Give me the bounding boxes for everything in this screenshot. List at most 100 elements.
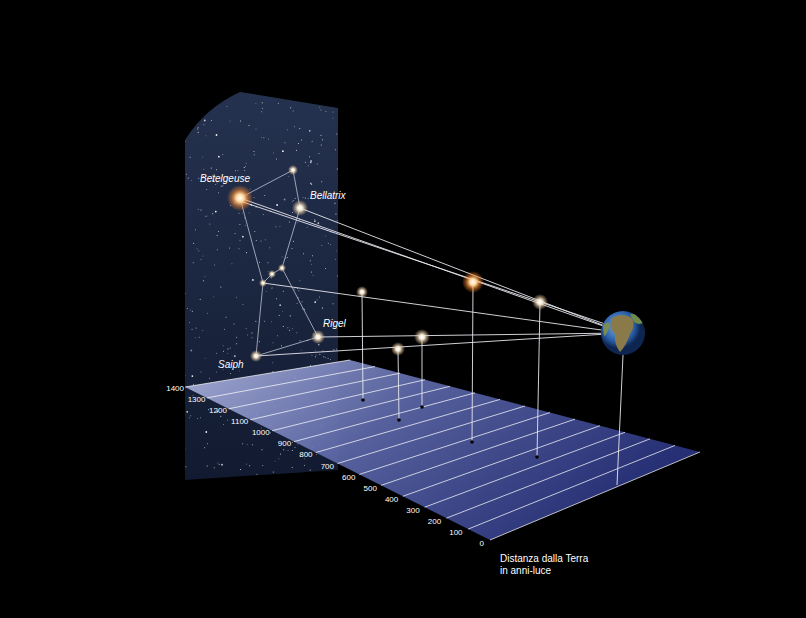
sky-dot xyxy=(218,192,219,193)
sky-dot xyxy=(226,106,227,107)
sky-dot xyxy=(206,216,207,217)
star-name: Rigel xyxy=(323,318,346,330)
sky-dot xyxy=(336,250,337,251)
distance-tick: 500 xyxy=(363,484,376,494)
sky-dot xyxy=(251,337,252,338)
sky-dot xyxy=(251,332,252,333)
sky-dot xyxy=(311,264,312,265)
sky-dot xyxy=(234,355,236,357)
sky-dot xyxy=(238,248,239,249)
sky-dot xyxy=(279,226,280,227)
sky-dot xyxy=(200,259,201,260)
sky-dot xyxy=(308,198,309,199)
sky-dot xyxy=(220,416,221,417)
sky-dot xyxy=(221,464,223,466)
sky-dot xyxy=(333,349,334,350)
sky-dot xyxy=(213,296,214,297)
sky-dot xyxy=(305,197,306,198)
sky-dot xyxy=(223,424,224,425)
sky-dot xyxy=(278,103,279,104)
sky-dot xyxy=(246,328,247,329)
star xyxy=(288,165,298,175)
sky-dot xyxy=(217,235,218,236)
drop-line xyxy=(422,337,423,407)
axis-title: Distanza dalla Terra in anni-luce xyxy=(500,553,595,577)
sky-dot xyxy=(338,170,339,171)
sky-dot xyxy=(246,252,247,253)
sky-dot xyxy=(262,465,263,466)
sky-dot xyxy=(198,132,199,133)
sky-dot xyxy=(236,297,237,298)
sky-dot xyxy=(261,449,262,450)
sky-dot xyxy=(328,94,330,96)
sky-dot xyxy=(280,453,281,454)
sky-dot xyxy=(307,227,308,228)
grid-line xyxy=(185,360,350,387)
sky-dot xyxy=(300,340,301,341)
distance-tick: 800 xyxy=(299,450,312,460)
star xyxy=(278,264,286,272)
sky-dot xyxy=(190,157,191,158)
sky-dot xyxy=(246,252,247,253)
sky-dot xyxy=(328,97,330,99)
sky-dot xyxy=(301,139,302,140)
sky-dot xyxy=(220,287,221,288)
sky-dot xyxy=(284,199,286,201)
sky-dot xyxy=(322,139,323,140)
sky-dot xyxy=(255,103,257,104)
sky-dot xyxy=(318,153,319,154)
sky-dot xyxy=(292,442,293,443)
sky-dot xyxy=(245,225,246,226)
sky-dot xyxy=(325,268,326,269)
sky-dot xyxy=(226,317,227,318)
sky-dot xyxy=(209,224,210,225)
sky-dot xyxy=(276,159,277,160)
sky-dot xyxy=(312,141,313,142)
sky-dot xyxy=(270,432,271,433)
sky-dot xyxy=(338,187,339,188)
sky-dot xyxy=(198,250,199,251)
distance-tick: 1300 xyxy=(188,395,206,405)
sky-dot xyxy=(204,120,206,122)
sky-dot xyxy=(298,290,299,291)
grid-line xyxy=(446,439,650,518)
sky-dot xyxy=(208,110,209,111)
sky-dot xyxy=(256,240,257,241)
sky-dot xyxy=(281,345,282,346)
sky-dot xyxy=(216,102,217,103)
star-name: Betelgeuse xyxy=(200,173,250,185)
sky-dot xyxy=(310,260,311,261)
sky-dot xyxy=(239,224,240,225)
sky-dot xyxy=(185,466,186,467)
distance-floor xyxy=(185,360,700,540)
drop-line xyxy=(362,292,363,400)
sky-dot xyxy=(310,182,312,184)
sky-dot xyxy=(310,475,311,476)
sky-dot xyxy=(195,337,196,338)
sky-dot xyxy=(202,256,203,257)
grid-line xyxy=(272,386,450,430)
sky-dot xyxy=(282,96,283,97)
sky-dot xyxy=(275,460,276,461)
sky-dot xyxy=(239,370,240,371)
sky-dot xyxy=(217,249,218,250)
sky-dot xyxy=(285,142,286,143)
sky-dot xyxy=(303,253,304,254)
sky-dot xyxy=(190,310,191,311)
sky-dot xyxy=(208,409,209,410)
grid-line xyxy=(294,393,475,442)
floor-marker xyxy=(470,440,474,444)
sky-dot xyxy=(312,255,313,256)
sky-dot xyxy=(200,210,201,211)
sky-dot xyxy=(256,129,257,130)
sky-dot xyxy=(259,341,260,342)
sky-dot xyxy=(240,240,241,241)
sky-dot xyxy=(325,235,326,236)
sky-dot xyxy=(292,212,293,213)
sky-dot xyxy=(203,124,204,125)
sky-dot xyxy=(223,351,224,352)
sky-dot xyxy=(214,264,215,265)
constellation-line xyxy=(282,208,300,268)
